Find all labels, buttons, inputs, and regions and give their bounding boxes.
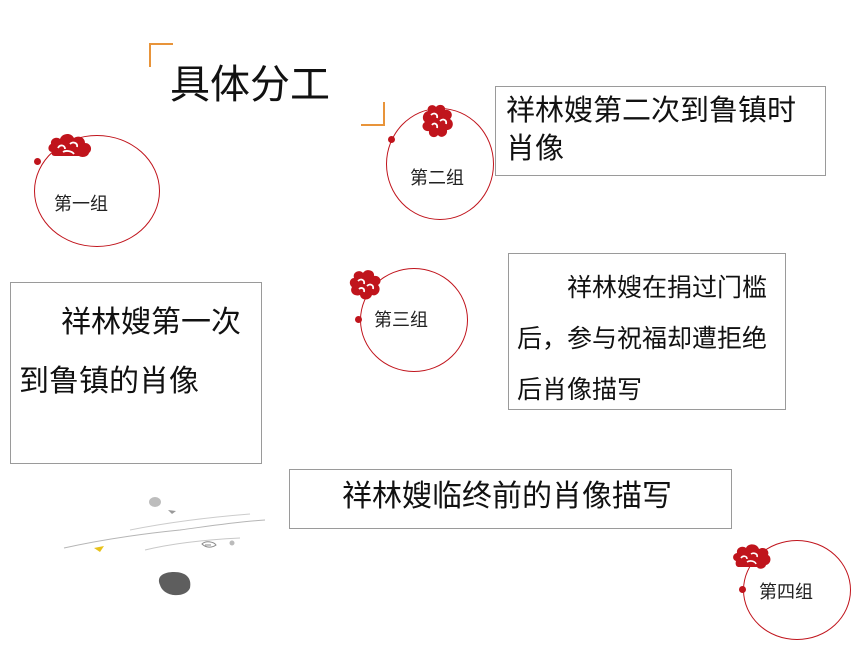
task-box-group-2: 祥林嫂第二次到鲁镇时肖像 [495,86,826,176]
cloud-icon [349,270,381,300]
group-3-dot [355,316,362,323]
group-4-dot [739,586,746,593]
cloud-icon [48,133,92,157]
task-box-group-4: 祥林嫂临终前的肖像描写 [289,469,732,529]
group-4-label: 第四组 [759,582,813,603]
task-box-group-1: 祥林嫂第一次到鲁镇的肖像 [10,282,262,464]
title-bracket-top-left [149,43,173,67]
cloud-icon [422,104,453,138]
title-bracket-bottom-right [361,102,385,126]
page-title: 具体分工 [170,62,330,108]
cloud-icon [733,544,771,569]
group-1-label: 第一组 [54,194,108,215]
group-3-label: 第三组 [374,310,428,331]
task-box-group-3: 祥林嫂在捐过门槛后，参与祝福却遭拒绝后肖像描写 [508,253,786,410]
group-2-dot [388,136,395,143]
ink-landscape-decoration [63,497,266,596]
group-2-label: 第二组 [410,168,464,189]
group-1-dot [34,158,41,165]
